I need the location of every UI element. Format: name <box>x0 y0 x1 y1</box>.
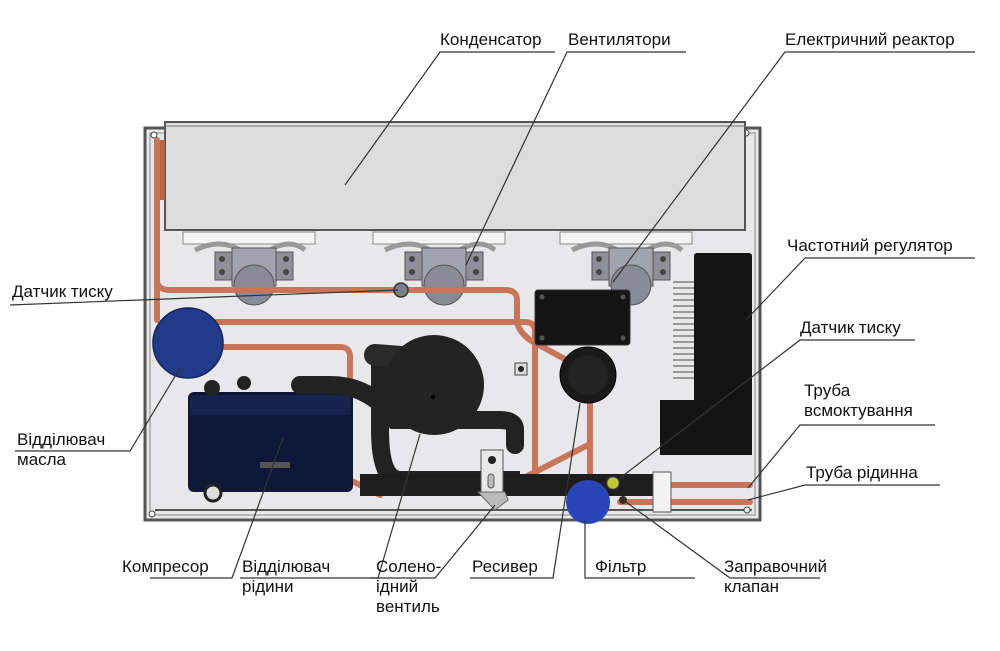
filter <box>566 480 610 524</box>
label-filter: Фільтр <box>595 557 647 576</box>
label-liquid-pipe: Труба рідинна <box>806 463 918 482</box>
condenser-header-pipe <box>158 140 165 200</box>
leader-compressor <box>150 437 284 579</box>
label-pressure-sensor-right: Датчик тиску <box>800 318 901 337</box>
leader-reactor <box>612 51 975 283</box>
leader-pressure-sensor-right <box>619 339 915 479</box>
leader-suction-pipe <box>747 424 935 489</box>
label-receiver: Ресивер <box>472 557 538 576</box>
label-compressor: Компресор <box>122 557 209 576</box>
leader-lines <box>9 51 975 579</box>
pipe-clamp <box>652 471 672 513</box>
leader-freq-regulator <box>745 257 975 321</box>
fan-1 <box>182 231 316 306</box>
leader-condenser <box>344 51 555 186</box>
suction-pressure-sensor <box>606 476 620 490</box>
electric-reactor <box>534 289 631 346</box>
charging-valve <box>619 496 627 504</box>
label-frequency-regulator: Частотний регулятор <box>787 236 953 255</box>
leader-filter <box>584 520 695 579</box>
label-solenoid-valve: Солено- ідний вентиль <box>376 557 442 616</box>
mount-hole-bl <box>148 510 156 518</box>
label-pressure-sensor-left: Датчик тиску <box>12 282 113 301</box>
oil-separator <box>152 307 224 379</box>
frequency-regulator <box>660 253 752 455</box>
leader-receiver <box>470 402 581 579</box>
compressor <box>188 376 353 503</box>
label-electric-reactor: Електричний реактор <box>785 30 955 49</box>
leader-solenoid <box>370 504 496 579</box>
label-fans: Вентилятори <box>568 30 671 49</box>
label-oil-separator: Відділювач масла <box>17 430 106 469</box>
label-charging-valve: Заправочний клапан <box>724 557 827 596</box>
solenoid-valve <box>476 449 509 511</box>
mount-hole-tl <box>150 131 158 139</box>
leader-fans <box>465 51 686 266</box>
condenser <box>164 121 746 231</box>
leader-charging-valve <box>625 501 820 579</box>
mount-hole-br <box>743 506 751 514</box>
fan-2 <box>372 231 506 306</box>
fan-3 <box>559 231 693 306</box>
leader-liquid-pipe <box>747 484 940 501</box>
label-condenser: Конденсатор <box>440 30 542 49</box>
leader-liquid-separator <box>240 433 421 579</box>
label-liquid-separator: Відділювач рідини <box>242 557 331 596</box>
leader-pressure-sensor-left <box>9 289 399 306</box>
label-suction-pipe: Труба всмоктування <box>804 381 913 420</box>
leader-oil-separator <box>15 367 181 452</box>
